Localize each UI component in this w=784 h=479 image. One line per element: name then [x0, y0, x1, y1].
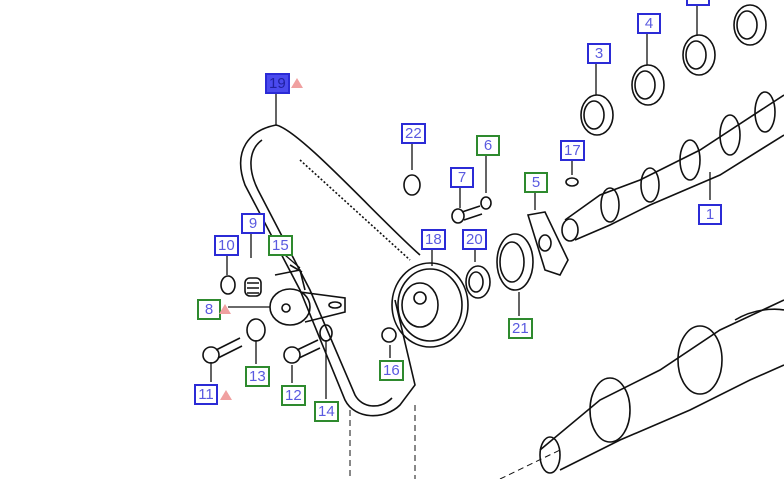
timing-belt	[239, 124, 421, 479]
tensioner-8	[269, 269, 346, 326]
sprocket-gear	[391, 262, 469, 348]
callout-3[interactable]: 3	[587, 43, 611, 64]
washer-14	[319, 324, 333, 342]
bolt-7	[451, 205, 483, 224]
callout-9[interactable]: 9	[241, 213, 265, 234]
callout-14[interactable]: 14	[314, 401, 339, 422]
callout-13[interactable]: 13	[245, 366, 270, 387]
pin-15	[289, 264, 303, 273]
callout-cut-off[interactable]	[686, 0, 710, 6]
callout-15[interactable]: 15	[268, 235, 293, 256]
clip-10	[220, 275, 236, 295]
bolt-11	[202, 337, 243, 364]
bolt-12	[283, 339, 321, 364]
callout-16[interactable]: 16	[379, 360, 404, 381]
callout-21[interactable]: 21	[508, 318, 533, 339]
bearing-shells	[580, 4, 767, 136]
washer-6	[480, 196, 492, 210]
washer-13	[246, 318, 266, 342]
bearing-20	[465, 265, 491, 299]
callout-1[interactable]: 1	[698, 204, 722, 225]
callout-22[interactable]: 22	[401, 123, 426, 144]
crankshaft	[499, 299, 784, 479]
warning-flag-icon	[219, 304, 231, 314]
callout-18[interactable]: 18	[421, 229, 446, 250]
plate-5	[526, 211, 569, 276]
callout-5[interactable]: 5	[524, 172, 548, 193]
warning-flag-icon	[291, 78, 303, 88]
callout-4[interactable]: 4	[637, 13, 661, 34]
bolt-16	[381, 327, 397, 343]
callout-11[interactable]: 11	[194, 384, 218, 405]
camshaft	[561, 91, 784, 242]
spring-9	[244, 277, 262, 297]
callout-17[interactable]: 17	[560, 140, 585, 161]
callout-10[interactable]: 10	[214, 235, 239, 256]
washer-22	[403, 174, 421, 196]
key-17	[565, 177, 579, 187]
callout-19[interactable]: 19	[265, 73, 290, 94]
callout-12[interactable]: 12	[281, 385, 306, 406]
callout-8[interactable]: 8	[197, 299, 221, 320]
callout-20[interactable]: 20	[462, 229, 487, 250]
seal-21	[496, 233, 534, 291]
callout-7[interactable]: 7	[450, 167, 474, 188]
callout-6[interactable]: 6	[476, 135, 500, 156]
warning-flag-icon	[220, 390, 232, 400]
leader-lines	[210, 5, 711, 399]
